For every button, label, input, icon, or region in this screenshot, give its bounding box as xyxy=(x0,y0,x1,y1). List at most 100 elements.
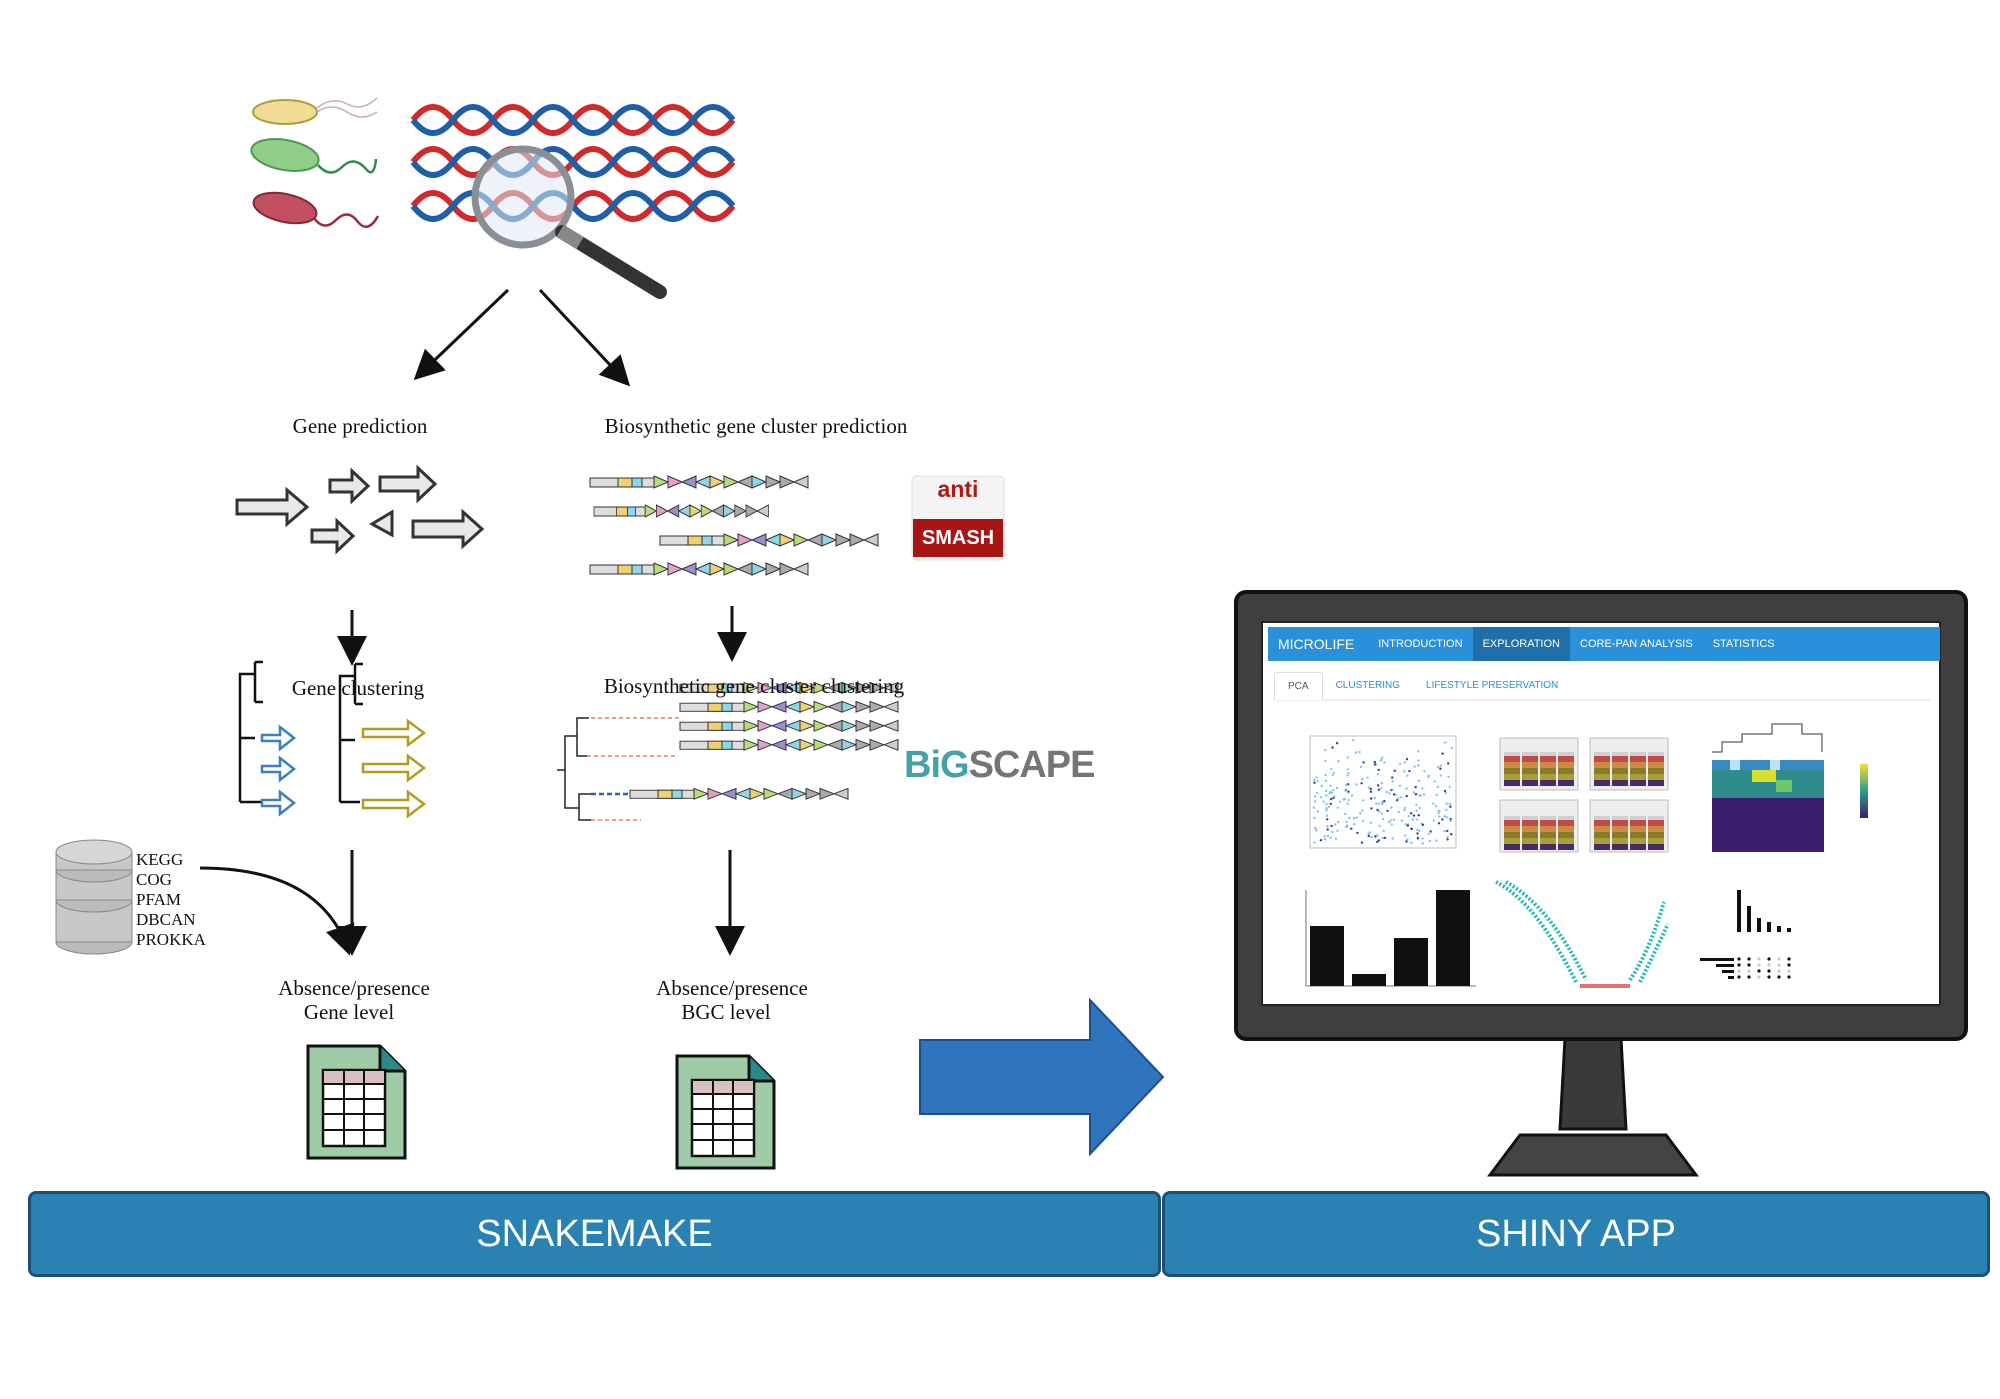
scatter-dot xyxy=(1377,802,1381,805)
stacked-segment xyxy=(1558,774,1574,780)
stacked-segment xyxy=(1612,838,1628,844)
scatter-dot xyxy=(1415,809,1418,812)
scatter-dot xyxy=(1323,835,1327,838)
scatter-dot xyxy=(1383,836,1387,840)
stacked-segment xyxy=(1558,752,1574,756)
scatter-dot xyxy=(1333,795,1336,798)
scatter-dot xyxy=(1412,791,1416,794)
stacked-segment xyxy=(1558,838,1574,844)
nav-core-pan-analysis[interactable]: CORE-PAN ANALYSIS xyxy=(1580,638,1693,650)
scatter-dot xyxy=(1326,818,1329,821)
scatter-dot xyxy=(1432,819,1436,822)
upset-dot xyxy=(1787,969,1791,973)
yellow-gene-arrows xyxy=(361,718,427,819)
stacked-segment xyxy=(1630,838,1646,844)
database-item: COG xyxy=(136,870,172,889)
scatter-dot xyxy=(1403,808,1406,812)
stacked-segment xyxy=(1540,816,1556,820)
nav-statistics[interactable]: STATISTICS xyxy=(1712,638,1775,650)
scatter-dot xyxy=(1417,764,1420,767)
scatter-dot xyxy=(1376,773,1380,776)
scatter-dot xyxy=(1326,834,1330,838)
scatter-dot xyxy=(1337,820,1340,824)
scatter-dot xyxy=(1368,831,1371,834)
scatter-plot-thumbnail xyxy=(1312,739,1454,845)
upset-dot xyxy=(1777,969,1781,973)
stacked-segment xyxy=(1522,780,1538,786)
scatter-dot xyxy=(1330,824,1333,828)
scatter-dot xyxy=(1325,814,1329,817)
scatter-dot xyxy=(1414,785,1417,789)
stacked-segment xyxy=(1612,844,1628,850)
stacked-segment xyxy=(1594,838,1610,844)
scatter-dot xyxy=(1355,816,1359,819)
scatter-dot xyxy=(1399,796,1403,799)
scatter-dot xyxy=(1353,823,1356,826)
scatter-dot xyxy=(1323,838,1327,841)
scatter-dot xyxy=(1418,829,1421,832)
stacked-segment xyxy=(1612,756,1628,762)
app-brand[interactable]: MICROLIFE xyxy=(1278,636,1355,652)
stacked-segment xyxy=(1630,816,1646,820)
scatter-dot xyxy=(1359,765,1363,769)
scatter-dot xyxy=(1314,829,1318,832)
stacked-segment xyxy=(1630,774,1646,780)
scatter-dot xyxy=(1324,779,1328,782)
scatter-dot xyxy=(1352,816,1356,820)
scatter-dot xyxy=(1360,841,1364,844)
scatter-dot xyxy=(1445,816,1448,819)
scatter-dot xyxy=(1346,802,1349,805)
scatter-dot xyxy=(1343,797,1347,801)
scatter-dot xyxy=(1316,779,1319,783)
scatter-dot xyxy=(1382,829,1385,833)
scatter-dot xyxy=(1316,791,1319,795)
stacked-segment xyxy=(1522,820,1538,826)
nav-exploration[interactable]: EXPLORATION xyxy=(1472,627,1570,661)
scatter-dot xyxy=(1329,836,1332,839)
blue-gene-arrows xyxy=(260,724,297,817)
tab-pca[interactable]: PCA xyxy=(1274,672,1323,700)
scatter-dot xyxy=(1348,816,1351,820)
scatter-dot xyxy=(1347,790,1350,793)
stacked-segment xyxy=(1504,774,1520,780)
nav-introduction[interactable]: INTRODUCTION xyxy=(1378,638,1463,650)
stacked-segment xyxy=(1522,768,1538,774)
scatter-dot xyxy=(1439,767,1442,770)
scatter-dot xyxy=(1377,788,1381,791)
scatter-dot xyxy=(1416,828,1419,831)
scatter-dot xyxy=(1448,785,1451,788)
stacked-segment xyxy=(1504,826,1520,832)
scatter-dot xyxy=(1398,762,1402,766)
scatter-dot xyxy=(1327,805,1331,808)
stacked-segment xyxy=(1612,820,1628,826)
scatter-dot xyxy=(1377,784,1380,787)
gene-prediction-label: Gene prediction xyxy=(292,414,428,438)
scatter-dot xyxy=(1402,770,1406,773)
scatter-dot xyxy=(1380,812,1383,815)
bar-chart-thumbnail xyxy=(1305,890,1476,987)
scatter-dot xyxy=(1393,769,1397,772)
gene-arrows-icon xyxy=(235,464,485,555)
stacked-segment xyxy=(1558,844,1574,850)
upset-dot xyxy=(1787,957,1791,961)
scatter-dot xyxy=(1411,818,1415,821)
upset-dot xyxy=(1767,957,1771,961)
scatter-dot xyxy=(1325,794,1328,797)
scatter-dot xyxy=(1313,800,1317,803)
scatter-dot xyxy=(1449,818,1452,821)
scatter-dot xyxy=(1350,794,1354,797)
scatter-dot xyxy=(1373,763,1377,766)
scatter-dot xyxy=(1383,800,1386,803)
scatter-dot xyxy=(1379,759,1382,762)
tab-clustering[interactable]: CLUSTERING xyxy=(1335,680,1401,691)
scatter-dot xyxy=(1374,835,1377,838)
scatter-dot xyxy=(1337,760,1340,763)
scatter-dot xyxy=(1362,799,1365,802)
stacked-segment xyxy=(1522,752,1538,756)
scatter-dot xyxy=(1387,821,1391,824)
upset-dot xyxy=(1747,957,1751,961)
stacked-segment xyxy=(1540,774,1556,780)
scatter-dot xyxy=(1320,784,1324,788)
stacked-segment xyxy=(1594,752,1610,756)
tab-lifestyle-preservation[interactable]: LIFESTYLE PRESERVATION xyxy=(1426,680,1559,691)
